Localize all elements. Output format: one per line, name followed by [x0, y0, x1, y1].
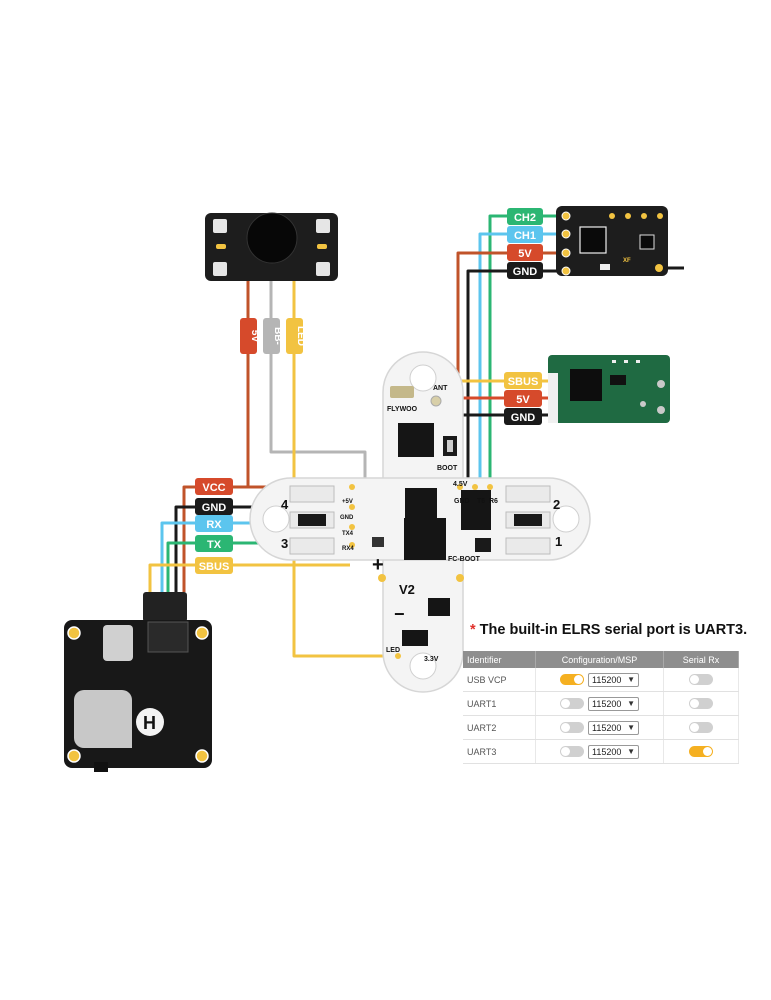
- serial-rx-toggle[interactable]: [689, 698, 713, 710]
- port-identifier: USB VCP: [463, 668, 536, 692]
- r6-label: R6: [489, 498, 498, 505]
- uart-note: *The built-in ELRS serial port is UART3.: [470, 622, 747, 638]
- gnd-pad-label: GND: [454, 498, 470, 505]
- serial-rx-cell: [663, 739, 739, 764]
- buzzer-label-5v: 5V: [240, 318, 260, 354]
- col-serial-rx: Serial Rx: [663, 651, 739, 668]
- chevron-down-icon: ▼: [627, 746, 635, 756]
- motor-1-label: 1: [555, 534, 562, 549]
- receiver-middle: [548, 355, 670, 423]
- fc-boot-label: FC-BOOT: [448, 556, 481, 563]
- v33-label: 3.3V: [424, 656, 439, 663]
- ant-label: ANT: [433, 385, 448, 392]
- port-identifier: UART2: [463, 715, 536, 740]
- config-cell: 115200 ▼: [535, 668, 664, 692]
- baud-select[interactable]: 115200 ▼: [588, 672, 639, 687]
- label-vcc: VCC: [202, 482, 225, 494]
- t6-label: T6: [477, 498, 485, 505]
- baud-value: 115200: [592, 746, 622, 757]
- wire-buzzer-5v: [190, 262, 250, 489]
- baud-value: 115200: [592, 674, 622, 685]
- chevron-down-icon: ▼: [627, 674, 635, 684]
- label-sbus-rx: SBUS: [508, 376, 539, 388]
- label-sbus-vtx: SBUS: [199, 561, 230, 573]
- buzzer-label-led: LED: [286, 318, 306, 354]
- buzzer-module: [205, 212, 338, 281]
- brand-label: FLYWOO: [387, 406, 418, 413]
- label-rx: RX: [206, 519, 222, 531]
- label-tx: TX: [207, 539, 222, 551]
- pad-tx4-label: TX4: [342, 531, 354, 537]
- table-row: USB VCP 115200 ▼: [463, 668, 739, 692]
- serial-rx-cell: [663, 691, 739, 716]
- serial-rx-cell: [663, 715, 739, 740]
- baud-select[interactable]: 115200 ▼: [588, 696, 639, 711]
- v2-label: V2: [399, 582, 415, 597]
- col-identifier: Identifier: [463, 651, 536, 668]
- serial-rx-toggle[interactable]: [689, 746, 713, 758]
- table-row: UART3 115200 ▼: [463, 739, 739, 764]
- buzzer-label-bb: BB-: [263, 318, 283, 354]
- config-cell: 115200 ▼: [535, 691, 664, 716]
- wire-buzzer-bb: [269, 262, 367, 500]
- pad-5v-label: +5V: [342, 499, 353, 505]
- note-text: The built-in ELRS serial port is UART3.: [479, 622, 748, 638]
- motor-4-label: 4: [281, 497, 289, 512]
- motor-2-label: 2: [553, 497, 560, 512]
- motor-3-label: 3: [281, 536, 288, 551]
- serial-rx-toggle[interactable]: [689, 674, 713, 686]
- label-led: LED: [295, 326, 306, 346]
- port-identifier: UART3: [463, 739, 536, 764]
- config-cell: 115200 ▼: [535, 739, 664, 764]
- label-5v-rx-top: 5V: [518, 248, 532, 260]
- pad-rx4-label: RX4: [342, 546, 354, 552]
- wire-vtx-sbus: [148, 563, 350, 592]
- port-identifier: UART1: [463, 691, 536, 716]
- msp-toggle[interactable]: [560, 746, 584, 757]
- pad-gnd-label: GND: [340, 515, 354, 521]
- baud-select[interactable]: 115200 ▼: [588, 744, 639, 759]
- boot-label: BOOT: [437, 465, 458, 472]
- chevron-down-icon: ▼: [627, 698, 635, 708]
- receiver-top: XF: [556, 206, 684, 276]
- table-row: UART1 115200 ▼: [463, 691, 739, 716]
- label-5v-buzzer: 5V: [249, 330, 260, 343]
- label-ch2: CH2: [514, 212, 536, 224]
- baud-value: 115200: [592, 698, 622, 709]
- wire-buzzer-led: [292, 262, 398, 658]
- svg-text:+: +: [372, 554, 384, 576]
- label-bb: BB-: [272, 327, 283, 345]
- vtx-module: H: [64, 592, 212, 772]
- led-label: LED: [386, 647, 400, 654]
- flight-controller-board: + − FLYWOO ANT BOOT 4.5V GND T6 R6 FC-BO…: [249, 351, 591, 693]
- col-config-msp: Configuration/MSP: [535, 651, 664, 668]
- msp-toggle[interactable]: [560, 698, 584, 709]
- msp-toggle[interactable]: [560, 722, 584, 733]
- baud-value: 115200: [592, 722, 622, 733]
- label-gnd-rx-mid: GND: [511, 412, 536, 424]
- label-5v-rx-mid: 5V: [516, 394, 530, 406]
- label-gnd-rx-top: GND: [513, 266, 538, 278]
- label-ch1: CH1: [514, 230, 536, 242]
- baud-select[interactable]: 115200 ▼: [588, 720, 639, 735]
- receiver-xf-label: XF: [623, 258, 631, 264]
- chevron-down-icon: ▼: [627, 722, 635, 732]
- msp-toggle[interactable]: [560, 674, 584, 685]
- serial-rx-cell: [663, 668, 739, 692]
- serial-rx-toggle[interactable]: [689, 722, 713, 734]
- note-star: *: [470, 622, 476, 638]
- config-cell: 115200 ▼: [535, 715, 664, 740]
- v45-label: 4.5V: [453, 481, 468, 488]
- ports-config-table: Identifier Configuration/MSP Serial Rx U…: [463, 651, 739, 764]
- label-gnd-vtx: GND: [202, 502, 227, 514]
- vtx-logo: H: [143, 713, 156, 733]
- svg-text:−: −: [394, 604, 405, 624]
- table-row: UART2 115200 ▼: [463, 715, 739, 740]
